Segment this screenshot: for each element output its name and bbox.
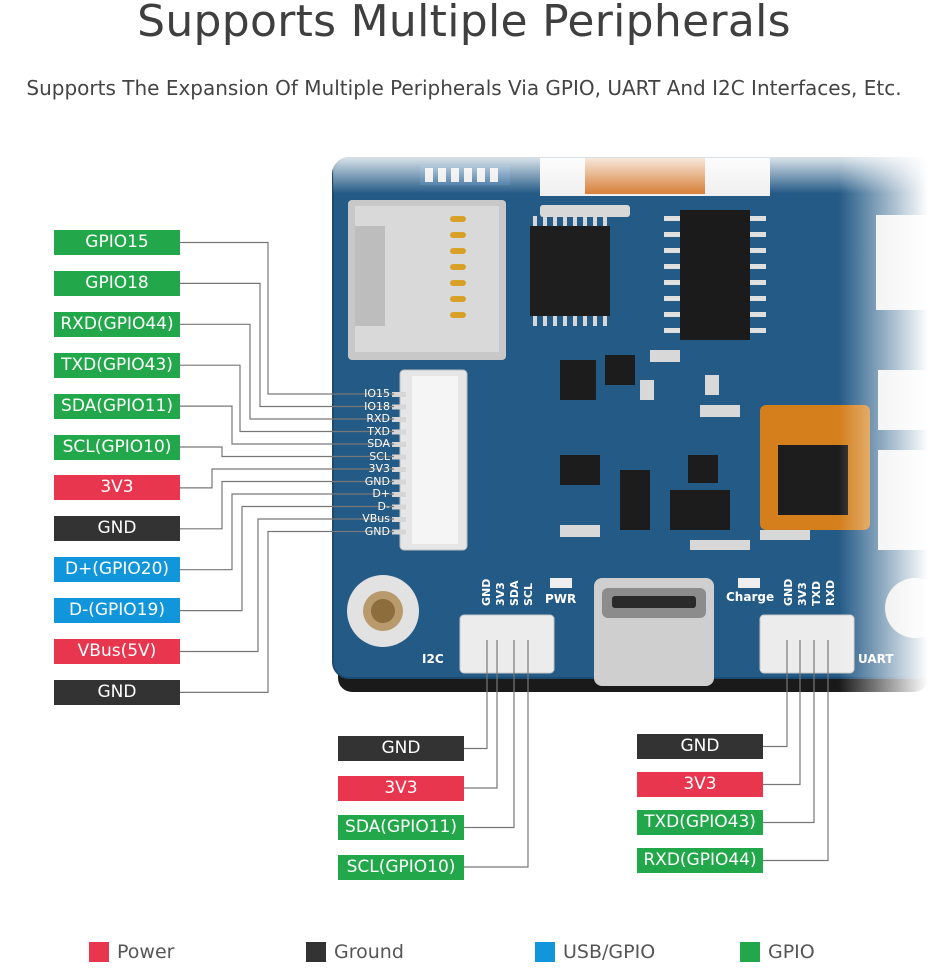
- fpc-label: IO18: [364, 399, 390, 413]
- pin-label-3v3: 3V3: [54, 475, 180, 501]
- pin-label-gpio15: GPIO15: [54, 230, 180, 255]
- pin-label-d-gpio19-: D-(GPIO19): [54, 598, 180, 624]
- leader-line: [763, 640, 815, 824]
- i2c-silk-label: SCL: [522, 582, 535, 606]
- leader-line: [763, 640, 829, 862]
- pin-label-gpio18: GPIO18: [54, 270, 180, 296]
- legend-label-ground: Ground: [334, 941, 404, 963]
- fpc-label: RXD: [366, 412, 390, 425]
- leader-line: [763, 640, 801, 786]
- leader-line: [180, 364, 394, 433]
- i2c-silk-label: GND: [480, 578, 493, 606]
- uart-pin-3v3: 3V3: [637, 772, 763, 797]
- legend-swatch-usb_gpio: [535, 942, 555, 962]
- pin-label-d-gpio20-: D+(GPIO20): [54, 557, 180, 583]
- i2c-board-label: I2C: [422, 652, 444, 666]
- fpc-label: SCL: [369, 449, 390, 463]
- leader-line: [180, 530, 394, 694]
- legend-swatch-ground: [306, 942, 326, 962]
- leader-line: [180, 493, 394, 571]
- pin-label-scl-gpio10-: SCL(GPIO10): [54, 434, 180, 460]
- leader-line: [763, 640, 788, 748]
- pin-label-rxd-gpio44-: RXD(GPIO44): [54, 311, 180, 337]
- leader-line: [464, 640, 515, 829]
- pin-label-gnd: GND: [54, 679, 180, 705]
- pin-label-txd-gpio43-: TXD(GPIO43): [54, 352, 180, 378]
- leader-line: [180, 405, 394, 445]
- leader-line: [180, 446, 394, 458]
- fpc-label: GND: [364, 524, 390, 538]
- i2c-silk-label: SDA: [508, 580, 521, 606]
- pin-label-sda-gpio11-: SDA(GPIO11): [54, 393, 180, 419]
- legend-label-power: Power: [117, 941, 175, 963]
- leader-line: [180, 505, 394, 612]
- uart-pin-txd-gpio43-: TXD(GPIO43): [637, 810, 763, 835]
- pin-label-vbus-5v-: VBus(5V): [54, 639, 180, 664]
- fpc-label: D+: [372, 487, 390, 500]
- leader-line: [464, 640, 529, 868]
- leader-line: [180, 323, 394, 420]
- uart-silk-label: TXD: [810, 580, 823, 606]
- i2c-pin-sda-gpio11-: SDA(GPIO11): [338, 815, 464, 840]
- leader-line: [464, 640, 498, 789]
- fpc-label: TXD: [367, 424, 390, 438]
- uart-silk-label: 3V3: [796, 582, 809, 606]
- leader-line: [180, 241, 394, 395]
- leader-line: [180, 468, 394, 489]
- uart-silk-label: GND: [782, 578, 795, 606]
- i2c-silk-label: 3V3: [494, 582, 507, 606]
- i2c-pin-3v3: 3V3: [338, 775, 464, 801]
- i2c-pin-scl-gpio10-: SCL(GPIO10): [338, 854, 464, 880]
- uart-pin-rxd-gpio44-: RXD(GPIO44): [637, 848, 763, 873]
- legend-swatch-power: [89, 942, 109, 962]
- fpc-label: IO15: [364, 387, 390, 400]
- uart-silk-label: RXD: [824, 579, 837, 606]
- leader-line: [180, 480, 394, 530]
- i2c-pin-gnd: GND: [338, 736, 464, 761]
- leader-line: [464, 640, 488, 750]
- pin-label-gnd: GND: [54, 516, 180, 542]
- legend-swatch-gpio: [740, 942, 760, 962]
- fpc-label: D-: [377, 499, 390, 513]
- page-subtitle: Supports The Expansion Of Multiple Perip…: [26, 76, 902, 100]
- leader-line: [180, 282, 394, 408]
- fpc-label: 3V3: [368, 462, 390, 475]
- uart-board-label: UART: [858, 652, 894, 666]
- fpc-label: VBus: [362, 512, 390, 525]
- uart-pin-gnd: GND: [637, 734, 763, 759]
- legend-label-gpio: GPIO: [768, 941, 815, 963]
- fpc-label: SDA: [367, 437, 390, 450]
- legend-label-usb_gpio: USB/GPIO: [563, 941, 656, 963]
- leader-line: [180, 518, 394, 653]
- pwr-board-label: PWR: [545, 592, 577, 606]
- page-title: Supports Multiple Peripherals: [137, 0, 791, 47]
- fpc-label: GND: [364, 474, 390, 488]
- charge-board-label: Charge: [726, 590, 775, 604]
